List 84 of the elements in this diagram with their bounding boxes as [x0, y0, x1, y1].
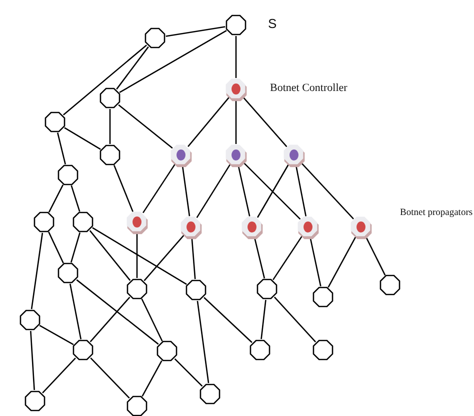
- link-line: [142, 164, 176, 214]
- network-node: [312, 286, 334, 308]
- link-line: [166, 26, 226, 37]
- link-line: [182, 166, 190, 216]
- link-line: [70, 185, 80, 212]
- link-line: [295, 166, 307, 216]
- link-line: [256, 164, 290, 218]
- network-node: [156, 340, 178, 362]
- link-line: [144, 234, 184, 282]
- link-line: [69, 284, 82, 340]
- network-node: [24, 390, 46, 412]
- bot-node: [283, 144, 305, 166]
- network-node: [126, 278, 148, 300]
- link-line: [254, 238, 266, 278]
- bot-node: [241, 216, 263, 238]
- bot-node: [225, 78, 247, 100]
- link-line: [90, 357, 130, 399]
- network-node: [126, 395, 148, 416]
- bot-node: [180, 216, 202, 238]
- link-line: [274, 296, 316, 342]
- link-line: [116, 46, 149, 90]
- link-line: [301, 162, 354, 220]
- bot-node: [126, 211, 148, 233]
- node-caption: Botnet propagators: [400, 208, 473, 218]
- link-line: [235, 100, 237, 144]
- link-line: [196, 300, 210, 384]
- link-line: [142, 360, 162, 397]
- network-node: [256, 278, 278, 300]
- link-line: [56, 132, 66, 164]
- link-line: [48, 184, 64, 212]
- network-node: [72, 211, 94, 233]
- network-node: [185, 279, 207, 301]
- annotation-label: S: [268, 16, 277, 31]
- link-line: [204, 297, 252, 343]
- link-line: [141, 298, 163, 342]
- network-node: [57, 262, 79, 284]
- network-node: [33, 211, 55, 233]
- network-node: [57, 164, 79, 186]
- network-node: [99, 144, 121, 166]
- bot-node: [170, 144, 192, 166]
- link-line: [242, 96, 288, 148]
- link-line: [30, 232, 44, 310]
- network-node: [19, 309, 41, 331]
- link-line: [92, 227, 187, 285]
- link-line: [114, 164, 134, 212]
- node-caption: Botnet Controller: [270, 82, 348, 94]
- link-line: [89, 230, 131, 281]
- link-line: [76, 279, 159, 345]
- link-line: [48, 232, 64, 264]
- link-line: [188, 97, 230, 147]
- link-line: [238, 166, 250, 216]
- link-line: [42, 358, 76, 394]
- network-node: [225, 14, 247, 36]
- link-line: [70, 232, 81, 263]
- link-line: [174, 358, 203, 387]
- link-line: [30, 330, 35, 390]
- network-node: [72, 339, 94, 361]
- link-line: [328, 236, 356, 288]
- link-line: [235, 36, 237, 78]
- link-line: [90, 296, 130, 342]
- link-line: [365, 236, 386, 276]
- link-line: [191, 238, 196, 280]
- link-line: [243, 162, 301, 220]
- network-node: [44, 111, 66, 133]
- network-node: [99, 87, 121, 109]
- bot-node: [225, 144, 247, 166]
- bot-node: [350, 216, 372, 238]
- network-node: [199, 383, 221, 405]
- link-line: [310, 238, 322, 286]
- link-line: [118, 104, 173, 149]
- link-line: [64, 127, 101, 150]
- link-line: [272, 236, 302, 280]
- network-node: [379, 274, 401, 296]
- link-line: [136, 233, 138, 278]
- link-line: [109, 109, 111, 144]
- network-node: [144, 27, 166, 49]
- network-node: [249, 339, 271, 361]
- bot-node: [297, 216, 319, 238]
- link-line: [63, 44, 147, 116]
- link-line: [119, 30, 227, 94]
- link-line: [260, 300, 266, 340]
- network-node: [312, 339, 334, 361]
- link-line: [196, 164, 231, 218]
- link-line: [39, 324, 74, 346]
